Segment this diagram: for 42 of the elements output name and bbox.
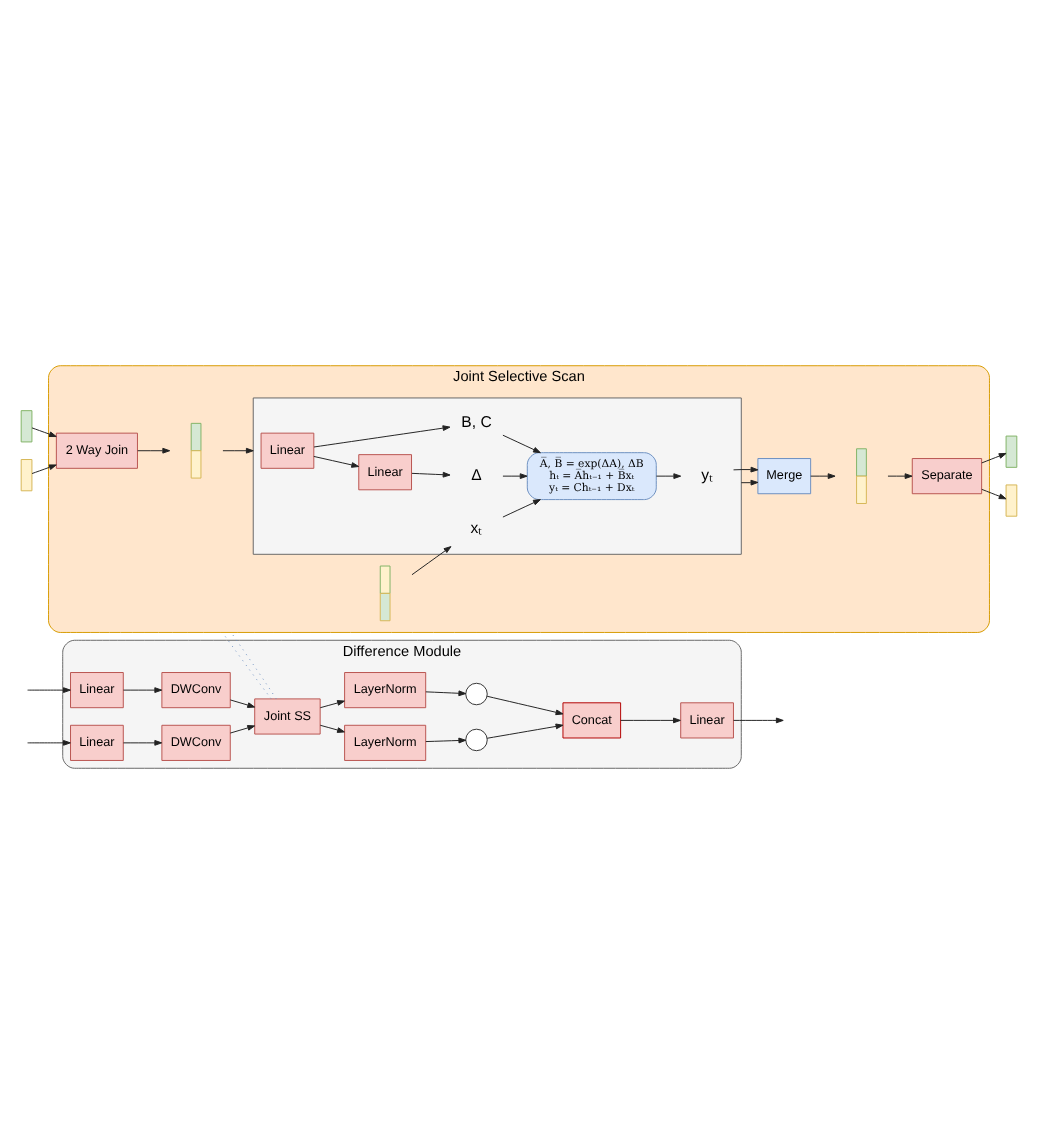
arrow bbox=[313, 455, 360, 468]
arrow bbox=[502, 434, 541, 454]
arrow bbox=[229, 725, 256, 734]
arrow bbox=[122, 740, 163, 746]
arrow bbox=[313, 425, 451, 448]
node-bar bbox=[20, 410, 33, 443]
arrow bbox=[222, 447, 254, 454]
node-bar bbox=[20, 459, 33, 492]
node-bar bbox=[1005, 484, 1018, 517]
arrow bbox=[887, 473, 913, 479]
node-text: Δ bbox=[471, 465, 482, 484]
arrow bbox=[411, 471, 451, 478]
arrow bbox=[620, 717, 681, 724]
arrow bbox=[137, 447, 171, 454]
arrow bbox=[27, 687, 71, 693]
arrow bbox=[486, 695, 564, 716]
arrow bbox=[122, 687, 163, 693]
arrow bbox=[502, 473, 528, 479]
arrow bbox=[31, 427, 57, 438]
arrow bbox=[981, 488, 1007, 500]
arrow bbox=[229, 699, 256, 708]
arrow bbox=[486, 723, 564, 739]
arrow bbox=[425, 737, 467, 744]
arrow bbox=[655, 473, 682, 479]
arrow bbox=[810, 473, 836, 479]
arrow bbox=[740, 479, 759, 486]
arrow bbox=[27, 740, 71, 746]
node-text: xₜ bbox=[470, 518, 483, 537]
arrow bbox=[31, 464, 57, 475]
arrow bbox=[733, 466, 759, 473]
arrow bbox=[981, 452, 1007, 464]
arrow bbox=[319, 700, 345, 709]
arrow bbox=[425, 690, 467, 697]
node-text: B, C bbox=[461, 413, 492, 432]
node-circle bbox=[465, 682, 488, 706]
node-bar bbox=[1005, 435, 1018, 468]
node-text: yₜ bbox=[701, 465, 713, 484]
arrow bbox=[319, 724, 345, 733]
arrow bbox=[502, 499, 541, 518]
node-circle bbox=[465, 728, 488, 752]
arrow bbox=[411, 546, 452, 576]
arrow bbox=[733, 717, 784, 724]
